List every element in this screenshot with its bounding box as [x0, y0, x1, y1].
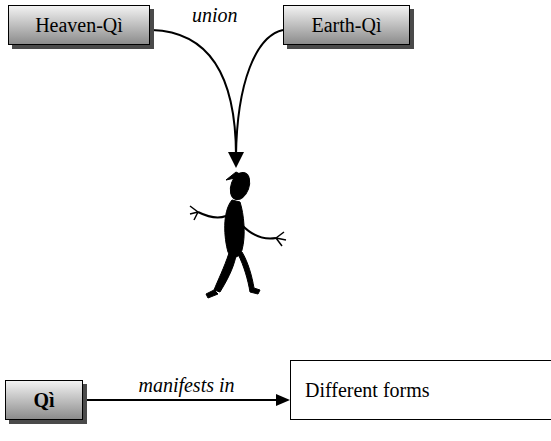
- union-curve: [152, 30, 236, 156]
- concept-box: Qì: [5, 380, 83, 420]
- outcome-box: Different forms: [290, 360, 551, 420]
- node-text: Different forms: [305, 379, 430, 401]
- arrow-head: [228, 152, 244, 168]
- connector-line: [83, 399, 278, 401]
- relation-label: union: [190, 4, 240, 26]
- human-figure: [190, 170, 286, 298]
- node-text: Heaven-Qì: [35, 14, 123, 36]
- concept-box: Earth-Qì: [283, 5, 410, 45]
- arrow-head: [276, 394, 290, 406]
- node-text: Earth-Qì: [312, 14, 382, 36]
- union-curve: [236, 30, 283, 156]
- concept-box: Heaven-Qì: [8, 5, 150, 45]
- edge-label: manifests in: [136, 374, 236, 396]
- node-text: Qì: [33, 389, 54, 411]
